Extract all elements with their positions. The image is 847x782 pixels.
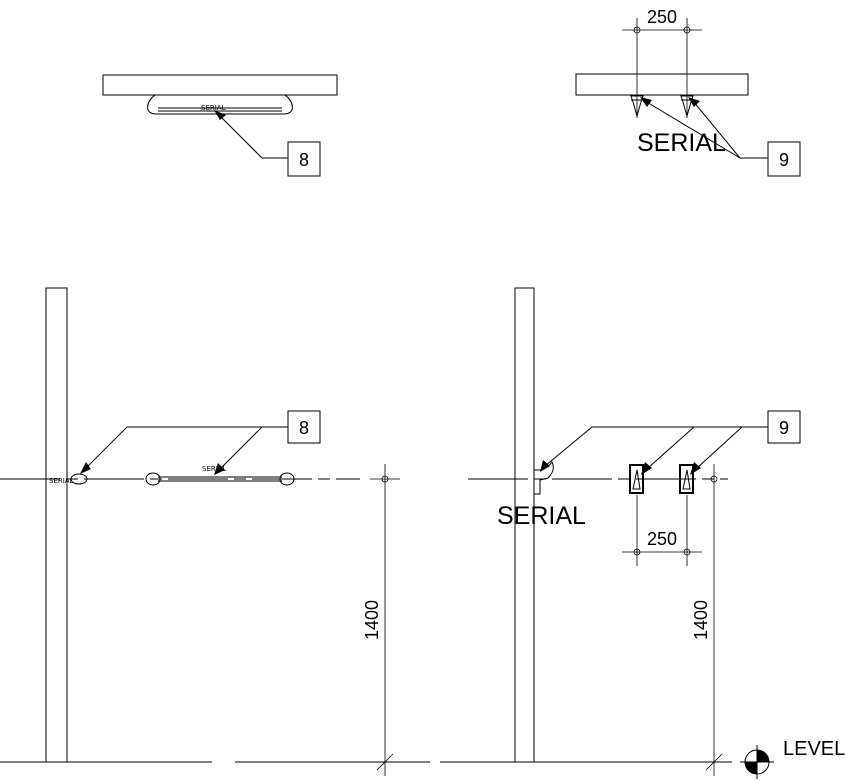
callout-tag: 9 xyxy=(779,418,789,438)
callout-box xyxy=(767,410,801,444)
slab-hatched xyxy=(102,74,338,96)
grab-bar-end-right xyxy=(279,472,295,486)
level-marker: LEVEL xyxy=(740,738,845,779)
callout-tag: 9 xyxy=(779,150,789,170)
wall-hatched xyxy=(45,287,68,763)
callout-box xyxy=(287,410,321,444)
serial-label-large: SERIAL xyxy=(637,129,726,157)
hook-front-right xyxy=(679,464,694,494)
serial-label-wall: SERIAL xyxy=(49,477,74,485)
elevation-grab-bar: SERIAL SERIAL 8 1400 xyxy=(0,287,412,776)
dimension-250: 250 xyxy=(647,529,677,549)
grab-bar-end-left xyxy=(145,472,161,486)
callout-box xyxy=(287,141,321,177)
hook-right xyxy=(680,95,694,118)
leader-arrow xyxy=(214,463,225,475)
leader-arrow xyxy=(214,110,226,120)
leader-arrow xyxy=(80,462,91,474)
hook-left xyxy=(630,95,644,118)
dimension-1400: 1400 xyxy=(691,600,711,640)
callout-tag: 8 xyxy=(299,418,309,438)
plan-view-hooks: 250 SERIAL 9 xyxy=(575,7,801,177)
callout-tag: 8 xyxy=(299,150,309,170)
serial-label-small: SERIAL xyxy=(201,104,226,112)
serial-label-bar: SERIAL xyxy=(202,465,227,473)
hook-front-left xyxy=(629,464,644,494)
level-label: LEVEL xyxy=(783,738,845,760)
elevation-hooks: SERIAL 250 9 1400 xyxy=(412,287,801,776)
dimension-250: 250 xyxy=(647,7,677,27)
serial-label-large-right: SERIAL xyxy=(497,502,586,530)
callout-box xyxy=(767,141,801,177)
plan-view-grab-bar: SERIAL 8 xyxy=(102,74,338,177)
dimension-1400: 1400 xyxy=(362,600,382,640)
slab-hatched xyxy=(575,73,749,96)
